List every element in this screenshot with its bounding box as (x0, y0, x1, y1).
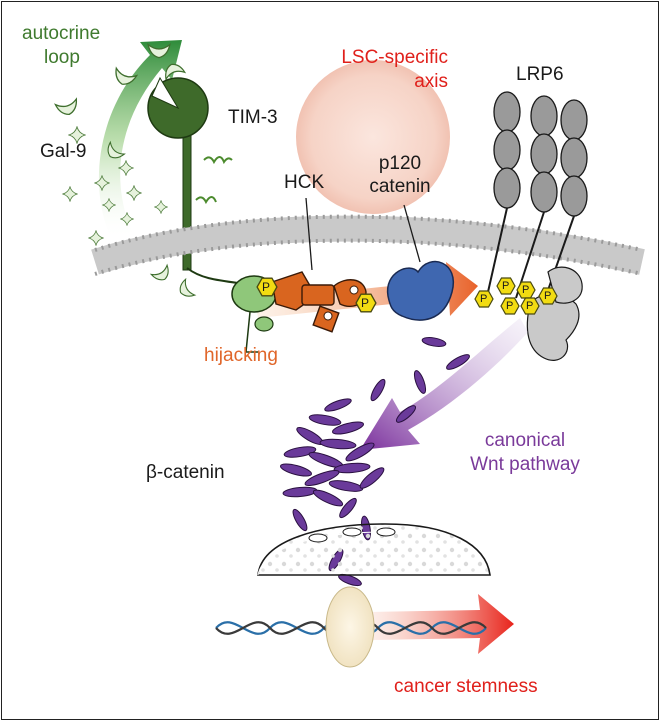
phospho-p-label: P (262, 280, 271, 294)
phospho-p-label: P (506, 300, 514, 312)
tim3-label: TIM-3 (228, 107, 278, 128)
lsc-label-line2: axis (414, 71, 448, 92)
lrp6-receptors (487, 91, 588, 361)
phospho-p-label: P (480, 293, 488, 305)
hijacking-label: hijacking (204, 345, 278, 366)
autocrine-loop-arrow (98, 40, 182, 240)
phospho-p-label: P (526, 300, 534, 312)
autocrine-label-line2: loop (44, 47, 80, 68)
p120-label-line1: p120 (378, 153, 422, 174)
tim3-receptor (147, 76, 239, 284)
hck-label: HCK (284, 172, 325, 193)
autocrine-label-line1: autocrine (22, 23, 101, 44)
beta-catenin-label: β-catenin (146, 462, 225, 483)
phospho-p-label: P (522, 284, 530, 296)
p120-label-line2: catenin (369, 176, 431, 197)
cell-membrane (91, 214, 645, 276)
canonical-label-line2: Wnt pathway (470, 454, 580, 475)
cancer-stemness-arrow (370, 594, 514, 654)
p120-catenin (386, 204, 455, 321)
nucleus-envelope (257, 523, 491, 576)
lsc-specific-axis-circle (296, 60, 450, 214)
transcription-complex (325, 586, 375, 668)
canonical-label-line1: canonical (484, 430, 566, 451)
cancer-stemness-label: cancer stemness (394, 676, 538, 697)
phospho-p-label: P (361, 296, 370, 310)
gal9-label: Gal-9 (40, 141, 87, 162)
phospho-p-label: P (502, 280, 510, 292)
lsc-label-line1: LSC-specific (341, 47, 448, 68)
phospho-p-label: P (544, 290, 552, 302)
hck-kinase (271, 197, 367, 333)
lrp6-label: LRP6 (516, 64, 564, 85)
